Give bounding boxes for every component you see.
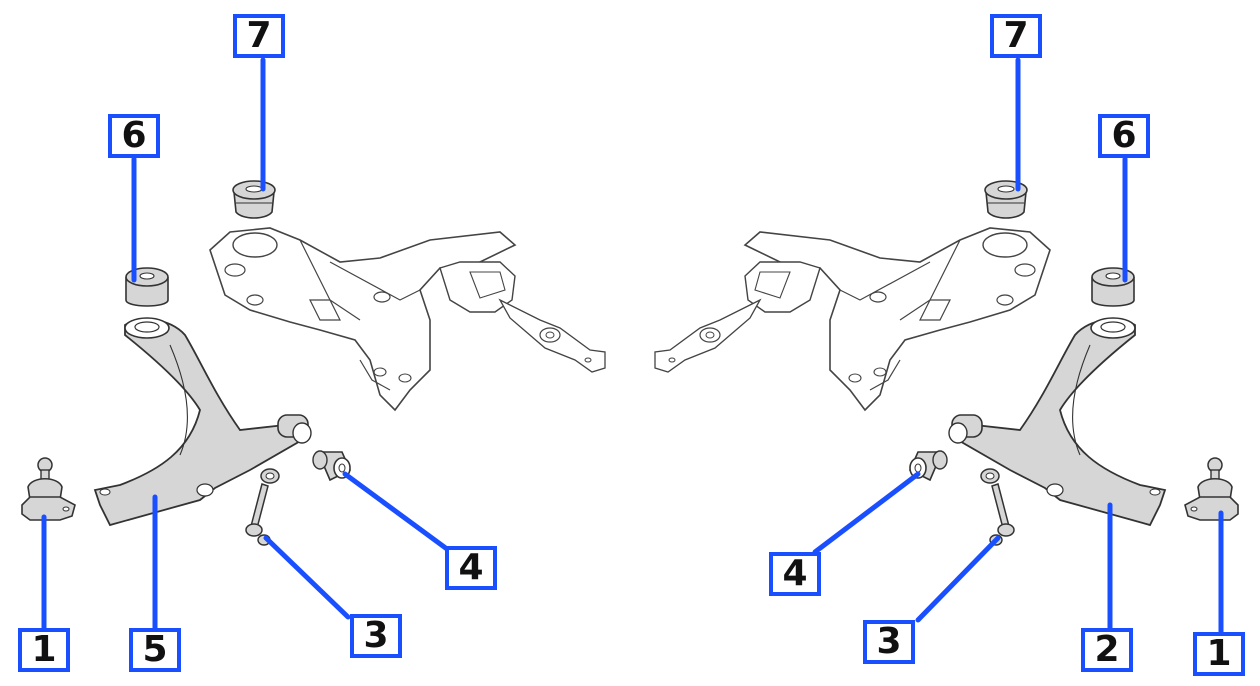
left-ball-joint bbox=[21, 457, 76, 521]
callout-left-rear-bushing: 4 bbox=[445, 546, 497, 590]
callout-left-front-bushing: 6 bbox=[108, 114, 160, 158]
left-leader-lines bbox=[41, 57, 450, 631]
left-control-arm bbox=[94, 317, 312, 526]
right-control-arm bbox=[948, 317, 1166, 526]
left-subframe-mount bbox=[232, 180, 276, 219]
callout-left-ball-joint: 1 bbox=[18, 628, 70, 672]
leader-right-4 bbox=[812, 471, 921, 555]
leader-left-4 bbox=[342, 471, 450, 552]
right-leader-lines bbox=[812, 57, 1224, 635]
right-stabilizer-link bbox=[980, 468, 1015, 546]
callout-right-ball-joint: 1 bbox=[1193, 632, 1245, 676]
right-front-bushing bbox=[1091, 267, 1135, 307]
callout-left-subframe-mount: 7 bbox=[233, 14, 285, 58]
callout-right-control-arm: 2 bbox=[1081, 628, 1133, 672]
callout-right-stabilizer-link: 3 bbox=[863, 620, 915, 664]
callout-right-front-bushing: 6 bbox=[1098, 114, 1150, 158]
leader-left-3 bbox=[263, 535, 351, 620]
leader-right-3 bbox=[915, 535, 1001, 623]
right-subframe-mount bbox=[984, 180, 1028, 219]
right-subframe bbox=[654, 227, 1051, 411]
right-ball-joint bbox=[1184, 457, 1239, 521]
callout-right-rear-bushing: 4 bbox=[769, 552, 821, 596]
callout-left-stabilizer-link: 3 bbox=[350, 614, 402, 658]
callout-right-subframe-mount: 7 bbox=[990, 14, 1042, 58]
right-assembly bbox=[654, 180, 1239, 546]
left-subframe bbox=[209, 227, 606, 411]
left-assembly bbox=[21, 57, 606, 631]
callout-left-control-arm: 5 bbox=[129, 628, 181, 672]
left-stabilizer-link bbox=[245, 468, 280, 546]
